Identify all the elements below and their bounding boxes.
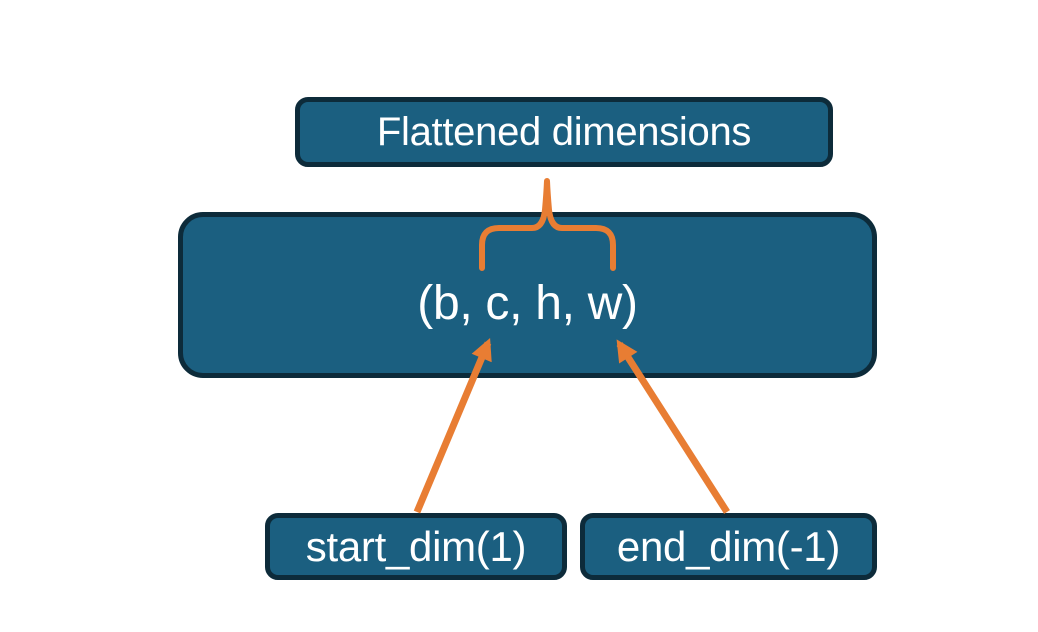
- node-end-dim-label: end_dim(-1): [616, 522, 841, 570]
- node-start-dim: start_dim(1): [265, 513, 567, 580]
- node-start-dim-label: start_dim(1): [305, 522, 527, 570]
- node-end-dim: end_dim(-1): [580, 513, 877, 580]
- node-flattened-dimensions-label: Flattened dimensions: [376, 110, 752, 154]
- node-tuple-bchw: (b, c, h, w): [178, 212, 877, 378]
- node-flattened-dimensions: Flattened dimensions: [295, 97, 833, 167]
- node-tuple-bchw-label: (b, c, h, w): [417, 277, 638, 330]
